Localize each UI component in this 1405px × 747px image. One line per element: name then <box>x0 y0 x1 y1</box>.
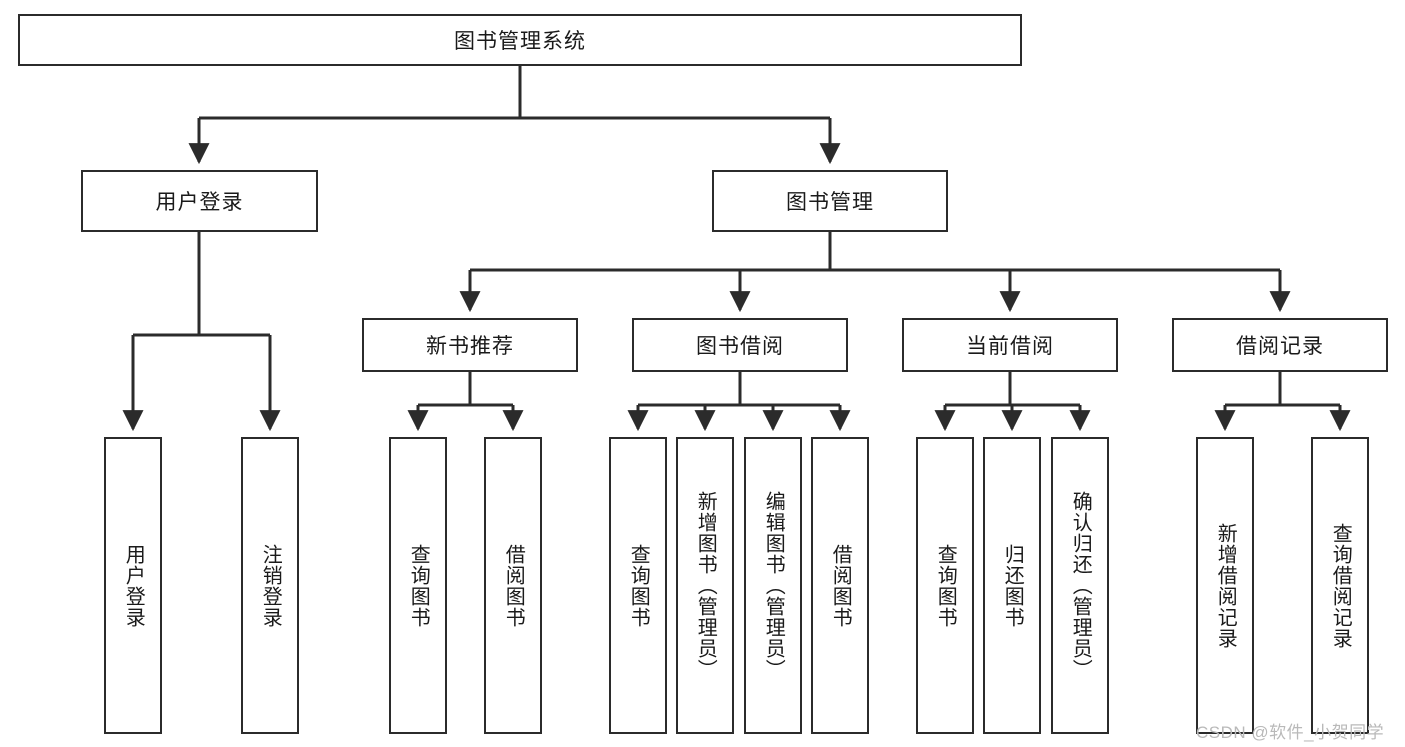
leaf-label: 新增借阅记录 <box>1214 522 1237 649</box>
node-leaf-return-book[interactable]: 归还图书 <box>983 437 1041 734</box>
node-leaf-query-book-2[interactable]: 查询图书 <box>609 437 667 734</box>
node-leaf-borrow-book-1[interactable]: 借阅图书 <box>484 437 542 734</box>
leaf-label: 查询图书 <box>627 543 650 628</box>
leaf-label: 查询图书 <box>934 543 957 628</box>
csdn-watermark: CSDN @软件_小贺同学 <box>1196 723 1385 742</box>
node-current-borrow[interactable]: 当前借阅 <box>902 318 1118 372</box>
node-leaf-edit-book[interactable]: 编辑图书（管理员） <box>744 437 802 734</box>
node-leaf-query-book-1[interactable]: 查询图书 <box>389 437 447 734</box>
node-leaf-user-login[interactable]: 用户登录 <box>104 437 162 734</box>
node-leaf-confirm-return[interactable]: 确认归还（管理员） <box>1051 437 1109 734</box>
leaf-label: 归还图书 <box>1001 543 1024 628</box>
leaf-label: 查询借阅记录 <box>1329 522 1352 649</box>
node-book-management[interactable]: 图书管理 <box>712 170 948 232</box>
leaf-label: 查询图书 <box>407 543 430 628</box>
node-book-borrow[interactable]: 图书借阅 <box>632 318 848 372</box>
leaf-label: 注销登录 <box>259 543 282 628</box>
leaf-label: 确认归还（管理员） <box>1069 491 1092 680</box>
leaf-label: 新增图书（管理员） <box>694 491 717 680</box>
node-leaf-add-book[interactable]: 新增图书（管理员） <box>676 437 734 734</box>
leaf-label: 借阅图书 <box>502 543 525 628</box>
leaf-label: 用户登录 <box>122 543 145 628</box>
leaf-label: 借阅图书 <box>829 543 852 628</box>
node-new-book-recommend[interactable]: 新书推荐 <box>362 318 578 372</box>
leaf-label: 编辑图书（管理员） <box>762 491 785 680</box>
node-leaf-user-logout[interactable]: 注销登录 <box>241 437 299 734</box>
node-leaf-borrow-book-2[interactable]: 借阅图书 <box>811 437 869 734</box>
node-root-system[interactable]: 图书管理系统 <box>18 14 1022 66</box>
node-leaf-add-record[interactable]: 新增借阅记录 <box>1196 437 1254 734</box>
node-user-login[interactable]: 用户登录 <box>81 170 318 232</box>
node-leaf-query-book-3[interactable]: 查询图书 <box>916 437 974 734</box>
node-leaf-query-record[interactable]: 查询借阅记录 <box>1311 437 1369 734</box>
node-borrow-record[interactable]: 借阅记录 <box>1172 318 1388 372</box>
